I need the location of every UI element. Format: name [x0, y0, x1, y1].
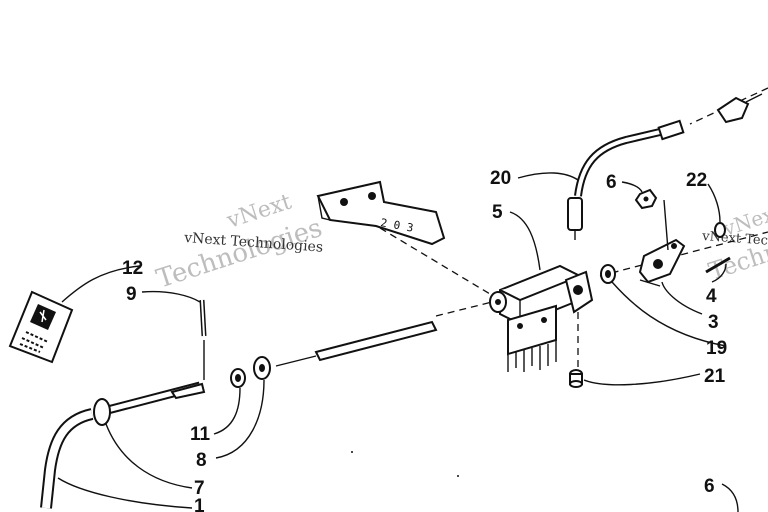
part-6-nut-top: [634, 188, 658, 210]
part-19-nut: [600, 264, 616, 284]
callout-9: 9: [126, 284, 137, 305]
leader-lines: [57, 172, 739, 512]
pivot-shaft: [275, 320, 438, 367]
callout-20: 20: [490, 168, 511, 189]
centerline-right: [599, 231, 768, 277]
callout-8: 8: [196, 450, 207, 471]
part-3-plate: [638, 238, 686, 287]
bracket-stamp: 2 0 3: [379, 216, 414, 235]
part-1-lever: [40, 381, 206, 509]
callout-19: 19: [706, 338, 727, 359]
part-12-decal: [8, 290, 74, 364]
callout-6-bottom: 6: [704, 476, 715, 497]
part-4-screw: [705, 256, 731, 274]
mounting-bracket: 2 0 3: [316, 180, 446, 246]
harness-connector: [716, 93, 763, 124]
callout-4: 4: [706, 286, 717, 307]
callout-labels: 20 5 6 22 4 3 19 21 12 9 11 8 7 1 6: [122, 168, 727, 512]
part-20-cable: [567, 119, 685, 240]
watermark-right: vNext Technologies vNext Technologies: [701, 199, 768, 285]
part-21-plug: [569, 369, 583, 388]
callout-1: 1: [194, 496, 205, 512]
callout-21: 21: [704, 366, 726, 387]
part-11-washer: [230, 368, 246, 388]
part-5-bracket-body: [489, 264, 594, 372]
scan-speck: [351, 451, 353, 453]
part-9-pin: [199, 299, 207, 380]
callout-11: 11: [190, 424, 211, 445]
scan-speck: [457, 475, 459, 477]
callout-3: 3: [708, 312, 719, 333]
callout-22: 22: [686, 170, 707, 191]
callout-12: 12: [122, 258, 143, 279]
part-8-washer: [253, 356, 271, 380]
callout-6-top: 6: [606, 172, 617, 193]
callout-7: 7: [194, 478, 205, 499]
callout-5: 5: [492, 202, 503, 223]
part-22-washer: [714, 222, 726, 238]
watermark-left: vNext Technologies vNext Technologies: [153, 190, 326, 295]
